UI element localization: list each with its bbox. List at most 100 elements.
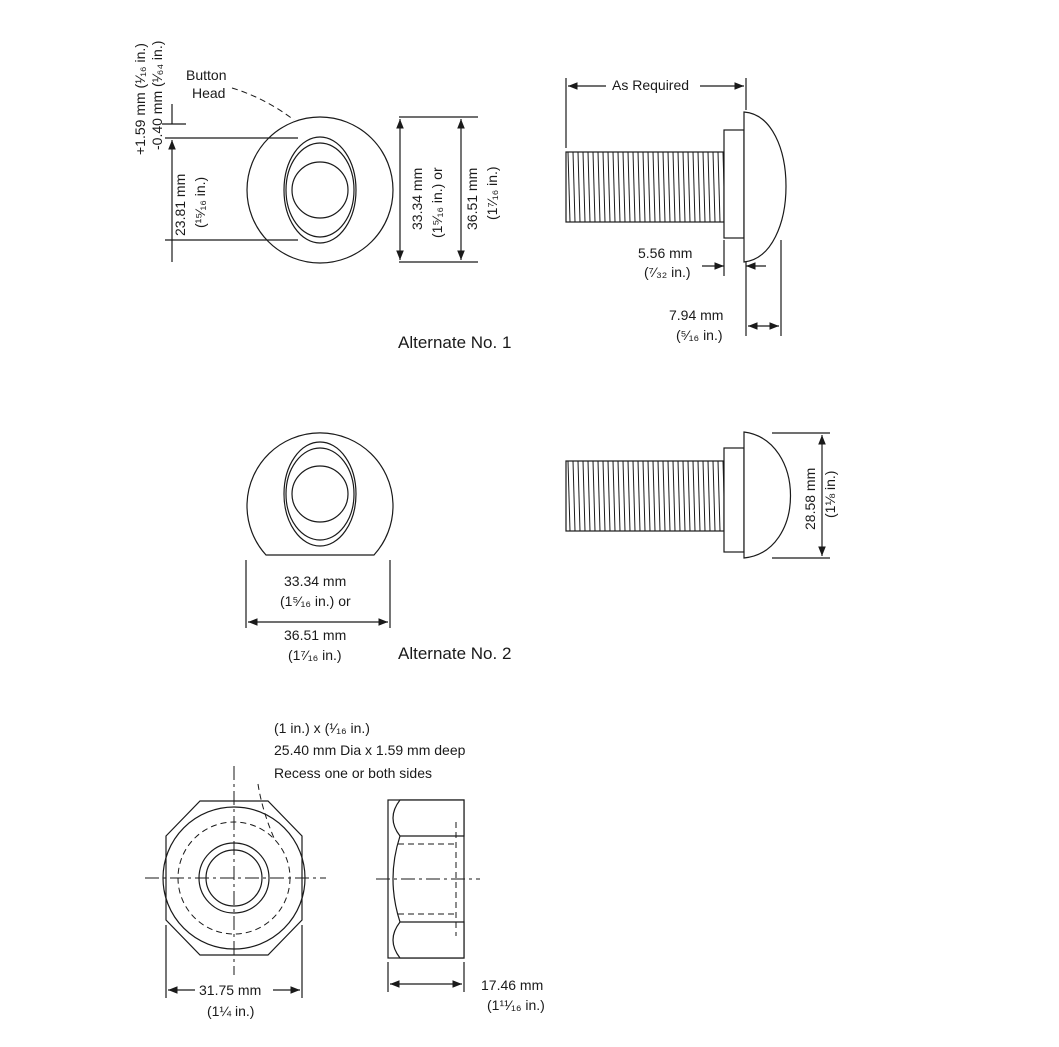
thread-line [642, 151, 646, 223]
alt1-flange-mm: 5.56 mm [638, 245, 692, 261]
thread-line [592, 460, 596, 532]
thread-line [622, 151, 626, 223]
thread-line [687, 460, 691, 532]
thread-line [627, 460, 631, 532]
thread-line [627, 151, 631, 223]
thread-line [637, 151, 641, 223]
thread-line [592, 151, 596, 223]
alt2-head-height-in: (1⅛ in.) [822, 471, 838, 518]
thread-line [677, 151, 681, 223]
thread-line [697, 460, 701, 532]
thread-line [577, 151, 581, 223]
alt1-inner-dia-mm: 23.81 mm [172, 174, 188, 236]
alt1-length-label: As Required [612, 77, 689, 93]
thread-line [642, 460, 646, 532]
alt2-inner-ellipse [285, 447, 355, 541]
alt2-dome-head [743, 431, 792, 559]
thread-line [662, 151, 666, 223]
alt1-dome-head [743, 111, 787, 263]
thread-line [702, 151, 706, 223]
thread-line [712, 460, 716, 532]
nut-side-upper-face [392, 799, 465, 837]
alt1-button-head-label: Button [186, 67, 226, 83]
thread-line [657, 460, 661, 532]
alt1-inner-dia-in: (¹⁵⁄₁₆ in.) [192, 177, 208, 228]
thread-line [577, 460, 581, 532]
nut-recess-text-2: 25.40 mm Dia x 1.59 mm deep [274, 742, 466, 758]
alt1-flange [723, 129, 745, 239]
thread-line [672, 460, 676, 532]
thread-line [717, 460, 721, 532]
nut-side-view: 17.46 mm (1¹¹⁄₁₆ in.) [376, 799, 545, 1013]
nut-recess-text-1: (1 in.) x (¹⁄₁₆ in.) [274, 720, 370, 736]
alt1-tol-minus-text: -0.40 mm (¹⁄₆₄ in.) [149, 41, 165, 150]
thread-line [697, 151, 701, 223]
thread-line [632, 460, 636, 532]
thread-line [602, 460, 606, 532]
thread-line [587, 151, 591, 223]
thread-line [612, 460, 616, 532]
alt1-tol-plus-text: +1.59 mm (¹⁄₁₆ in.) [132, 43, 148, 155]
alt1-head-height-mm: 7.94 mm [669, 307, 723, 323]
thread-line [632, 151, 636, 223]
alt2-head-outline [246, 432, 394, 556]
thread-line [662, 460, 666, 532]
alt1-flange-in: (⁷⁄₃₂ in.) [644, 264, 691, 280]
nut-side-lower-face [392, 921, 465, 959]
nut-width-mm: 31.75 mm [199, 982, 261, 998]
thread-line [637, 460, 641, 532]
thread-line [572, 151, 576, 223]
alt1-front-view: +1.59 mm (¹⁄₁₆ in.) -0.40 mm (¹⁄₆₄ in.) … [132, 41, 500, 264]
nut-hexagon [165, 800, 303, 956]
thread-line [617, 460, 621, 532]
alt1-side-view: As Required 5.56 mm (⁷⁄₃₂ in.) 7.94 mm (… [565, 74, 787, 343]
thread-line [682, 151, 686, 223]
thread-line [602, 151, 606, 223]
alt1-head-dia-b-mm: 36.51 mm [464, 168, 480, 230]
thread-line [622, 460, 626, 532]
thread-line [617, 151, 621, 223]
alt1-button-head-leader [231, 87, 295, 121]
thread-line [712, 151, 716, 223]
thread-line [607, 151, 611, 223]
thread-line [672, 151, 676, 223]
thread-line [587, 460, 591, 532]
thread-line [692, 151, 696, 223]
alt1-head-dia-a-mm: 33.34 mm [409, 168, 425, 230]
thread-line [652, 151, 656, 223]
alt1-button-head-label-2: Head [192, 85, 225, 101]
alt1-bore-circle [291, 161, 349, 219]
alt1-head-dia-b-in: (1⁷⁄₁₆ in.) [484, 166, 500, 220]
thread-line [682, 460, 686, 532]
thread-line [707, 460, 711, 532]
thread-line [717, 151, 721, 223]
thread-line [702, 460, 706, 532]
alt1-threads [567, 151, 726, 223]
alt1-caption: Alternate No. 1 [398, 333, 511, 352]
alt2-front-view: 33.34 mm (1⁵⁄₁₆ in.) or 36.51 mm (1⁷⁄₁₆ … [245, 432, 394, 663]
alt2-head-dia-b-mm: 36.51 mm [284, 627, 346, 643]
alt1-head-height-in: (⁵⁄₁₆ in.) [676, 327, 723, 343]
thread-line [612, 151, 616, 223]
alt2-head-height-mm: 28.58 mm [802, 468, 818, 530]
alt2-caption: Alternate No. 2 [398, 644, 511, 663]
alt1-shank-ellipse [283, 136, 357, 244]
thread-line [582, 151, 586, 223]
alt2-head-dia-a-in: (1⁵⁄₁₆ in.) or [280, 593, 351, 609]
thread-line [567, 460, 571, 532]
alt2-flange [723, 447, 745, 553]
thread-line [607, 460, 611, 532]
nut-thickness-mm: 17.46 mm [481, 977, 543, 993]
alt2-side-view: 28.58 mm (1⅛ in.) [565, 431, 838, 559]
nut-width-in: (1¼ in.) [207, 1003, 254, 1019]
thread-line [677, 460, 681, 532]
thread-line [667, 460, 671, 532]
thread-line [667, 151, 671, 223]
nut-thickness-in: (1¹¹⁄₁₆ in.) [487, 997, 545, 1013]
nut-recess-text-3: Recess one or both sides [274, 765, 432, 781]
alt1-inner-ellipse [285, 142, 355, 238]
thread-line [657, 151, 661, 223]
alt2-head-dia-b-in: (1⁷⁄₁₆ in.) [288, 647, 342, 663]
alt1-head-outline [246, 116, 394, 264]
